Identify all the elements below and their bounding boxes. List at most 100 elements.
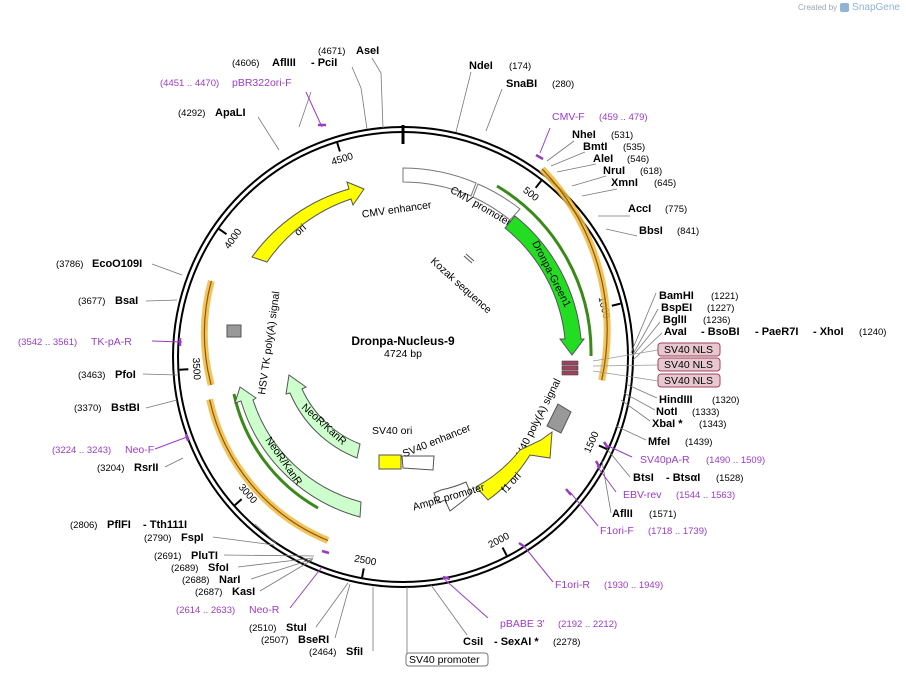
svg-text:(4671): (4671) xyxy=(318,46,345,57)
svg-text:(645): (645) xyxy=(654,178,676,189)
svg-text:(280): (280) xyxy=(552,79,574,90)
svg-text:(2689): (2689) xyxy=(171,563,198,574)
site-xhoi: - XhoI xyxy=(813,326,844,338)
cds-line-dronpa xyxy=(496,184,593,357)
site-xbai: XbaI * xyxy=(652,418,683,430)
tick-label: 4500 xyxy=(330,151,355,168)
tick-mark xyxy=(361,568,365,578)
tick-label: 3500 xyxy=(190,357,202,380)
svg-text:(3786): (3786) xyxy=(56,259,83,270)
svg-text:(841): (841) xyxy=(677,226,699,237)
tick-mark xyxy=(501,547,508,556)
svg-text:(2192 .. 2212): (2192 .. 2212) xyxy=(558,619,617,630)
svg-text:(3204): (3204) xyxy=(97,463,124,474)
site-pluti: PluTI xyxy=(191,550,218,562)
feature-ampr-promoter[interactable]: AmpR promoter xyxy=(411,481,486,513)
site-bglii: BglII xyxy=(663,314,687,326)
feature-sv40-nls[interactable] xyxy=(561,360,579,376)
primer-ticks xyxy=(178,123,610,581)
hsv-tk-label: HSV TK poly(A) signal xyxy=(256,290,282,395)
tick-mark xyxy=(598,444,608,451)
feature-dronpa-green1[interactable]: Dronpa-Green1 xyxy=(504,215,585,356)
sv40-ori-label: SV40 ori xyxy=(372,425,412,437)
svg-text:(546): (546) xyxy=(627,154,649,165)
feature-f1-ori[interactable]: f1 ori xyxy=(475,430,553,501)
site-aflii: AflII xyxy=(612,508,633,520)
feature-hsv-tk-polya[interactable]: HSV TK poly(A) signal xyxy=(226,290,282,395)
primer-marks xyxy=(151,91,633,619)
tick-label: 4000 xyxy=(223,226,245,251)
site-sexai: - SexAI * xyxy=(494,636,539,648)
svg-text:(1320): (1320) xyxy=(712,395,739,406)
snapgene-brand: Created by SnapGene xyxy=(798,2,900,13)
site-bmti: BmtI xyxy=(583,141,607,153)
svg-text:(1718 .. 1739): (1718 .. 1739) xyxy=(648,526,707,537)
svg-text:(459 .. 479): (459 .. 479) xyxy=(599,112,648,123)
nls-connectors xyxy=(592,349,659,382)
svg-text:(174): (174) xyxy=(509,61,531,72)
site-sfii: SfiI xyxy=(346,646,363,658)
dronpa-label: Dronpa-Green1 xyxy=(529,239,573,310)
sv40-promoter-box[interactable]: SV40 promoter xyxy=(405,652,489,667)
site-btsai: - BtsαI xyxy=(666,472,700,484)
plasmid-size: 4724 bp xyxy=(384,348,422,360)
site-alei: AleI xyxy=(593,153,613,165)
svg-text:(2687): (2687) xyxy=(195,587,222,598)
brand-name: SnapGene xyxy=(852,2,900,13)
site-bspei: BspEI xyxy=(661,302,692,314)
site-afliii: AflIII xyxy=(272,57,296,69)
tick-mark xyxy=(234,498,243,506)
tick-label: 2500 xyxy=(353,554,377,569)
nls-label-box-2[interactable]: SV40 NLS xyxy=(657,357,721,372)
leader-lines xyxy=(142,57,663,655)
site-hindiii: HindIII xyxy=(659,394,693,406)
neor-label: NeoR/KanR xyxy=(263,435,305,488)
svg-text:(1333): (1333) xyxy=(692,407,719,418)
svg-text:(3542 .. 3561): (3542 .. 3561) xyxy=(18,337,77,348)
tick-mark xyxy=(179,368,189,371)
svg-text:(3677): (3677) xyxy=(78,296,105,307)
svg-text:(2691): (2691) xyxy=(154,551,181,562)
svg-text:(1439): (1439) xyxy=(685,437,712,448)
site-kasi: KasI xyxy=(232,586,255,598)
site-paer7i: - PaeR7I xyxy=(755,326,798,338)
svg-text:(1221): (1221) xyxy=(711,291,738,302)
site-pflfi: PflFI xyxy=(107,519,131,531)
site-asei: AseI xyxy=(356,45,379,57)
neor-inner-label: NeoR/KanR xyxy=(299,401,349,448)
feature-neor-kanr-inner[interactable]: NeoR/KanR xyxy=(285,374,361,459)
svg-text:(4451 .. 4470): (4451 .. 4470) xyxy=(160,78,219,89)
site-noti: NotI xyxy=(656,406,677,418)
site-nrui: NruI xyxy=(603,165,625,177)
site-acci: AccI xyxy=(628,203,651,215)
plasmid-name: Dronpa-Nucleus-9 xyxy=(351,334,455,348)
svg-text:(3370): (3370) xyxy=(74,403,101,414)
primer-neo-f: Neo-F xyxy=(125,444,154,456)
svg-text:(3224 .. 3243): (3224 .. 3243) xyxy=(52,445,111,456)
feature-kozak[interactable]: Kozak sequence xyxy=(428,253,494,316)
tick-mark xyxy=(534,180,543,189)
tick-label: 1500 xyxy=(583,430,602,455)
site-bamhi: BamHI xyxy=(659,290,694,302)
svg-text:(2790): (2790) xyxy=(144,533,171,544)
nls-label-box-3[interactable]: SV40 NLS xyxy=(657,373,721,388)
cmv-enhancer-label: CMV enhancer xyxy=(361,199,433,221)
tick-mark xyxy=(218,228,228,236)
site-btsi: BtsI xyxy=(633,472,654,484)
primer-neo-r: Neo-R xyxy=(249,604,280,616)
snapgene-logo-icon xyxy=(840,3,850,12)
feature-sv40-ori[interactable]: SV40 ori xyxy=(372,425,412,470)
nls-label-box-1[interactable]: SV40 NLS xyxy=(657,342,721,357)
svg-text:(1343): (1343) xyxy=(699,419,726,430)
site-avai: AvaI xyxy=(664,326,687,338)
svg-text:(1571): (1571) xyxy=(649,509,676,520)
cds-line-neo xyxy=(232,393,319,510)
svg-text:(2507): (2507) xyxy=(261,635,288,646)
feature-ori[interactable]: ori xyxy=(251,181,365,263)
site-labels: AseI (4671) AflIII (4606) - PciI NdeI (1… xyxy=(56,45,886,658)
primer-sv40pa-r: SV40pA-R xyxy=(640,454,690,466)
svg-text:(4292): (4292) xyxy=(178,108,205,119)
primer-labels: pBR322ori-F (4451 .. 4470) CMV-F (459 ..… xyxy=(18,77,765,630)
svg-text:(1236): (1236) xyxy=(703,315,730,326)
